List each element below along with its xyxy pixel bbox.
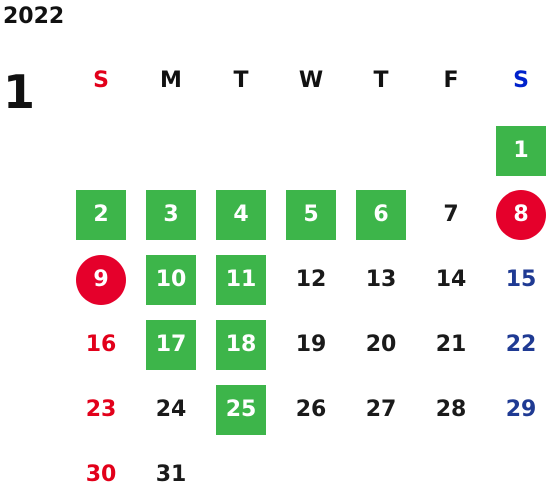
day-cell-30: 30 bbox=[85, 462, 117, 487]
day-cell-19: 19 bbox=[295, 332, 327, 357]
weekday-saturday: S bbox=[513, 68, 529, 93]
day-cell-3: 3 bbox=[146, 190, 196, 240]
weekday-thursday: T bbox=[373, 68, 389, 93]
weekday-sunday: S bbox=[93, 68, 109, 93]
day-cell-31: 31 bbox=[155, 462, 187, 487]
weekday-wednesday: W bbox=[298, 68, 324, 93]
day-cell-13: 13 bbox=[365, 267, 397, 292]
day-cell-27: 27 bbox=[365, 397, 397, 422]
day-cell-9: 9 bbox=[76, 255, 126, 305]
day-cell-16: 16 bbox=[85, 332, 117, 357]
day-cell-10: 10 bbox=[146, 255, 196, 305]
year-label: 2022 bbox=[3, 4, 65, 29]
day-cell-17: 17 bbox=[146, 320, 196, 370]
day-cell-22: 22 bbox=[505, 332, 537, 357]
day-cell-14: 14 bbox=[435, 267, 467, 292]
day-cell-7: 7 bbox=[443, 202, 459, 227]
day-cell-15: 15 bbox=[505, 267, 537, 292]
day-cell-26: 26 bbox=[295, 397, 327, 422]
day-cell-8: 8 bbox=[496, 190, 546, 240]
day-cell-29: 29 bbox=[505, 397, 537, 422]
day-cell-20: 20 bbox=[365, 332, 397, 357]
day-cell-12: 12 bbox=[295, 267, 327, 292]
weekday-friday: F bbox=[443, 68, 459, 93]
day-cell-4: 4 bbox=[216, 190, 266, 240]
day-cell-23: 23 bbox=[85, 397, 117, 422]
day-cell-1: 1 bbox=[496, 126, 546, 176]
day-cell-5: 5 bbox=[286, 190, 336, 240]
day-cell-2: 2 bbox=[76, 190, 126, 240]
day-cell-11: 11 bbox=[216, 255, 266, 305]
month-label: 1 bbox=[3, 65, 36, 119]
day-cell-28: 28 bbox=[435, 397, 467, 422]
day-cell-18: 18 bbox=[216, 320, 266, 370]
day-cell-25: 25 bbox=[216, 385, 266, 435]
day-cell-21: 21 bbox=[435, 332, 467, 357]
day-cell-24: 24 bbox=[155, 397, 187, 422]
weekday-monday: M bbox=[160, 68, 182, 93]
weekday-tuesday: T bbox=[233, 68, 249, 93]
day-cell-6: 6 bbox=[356, 190, 406, 240]
